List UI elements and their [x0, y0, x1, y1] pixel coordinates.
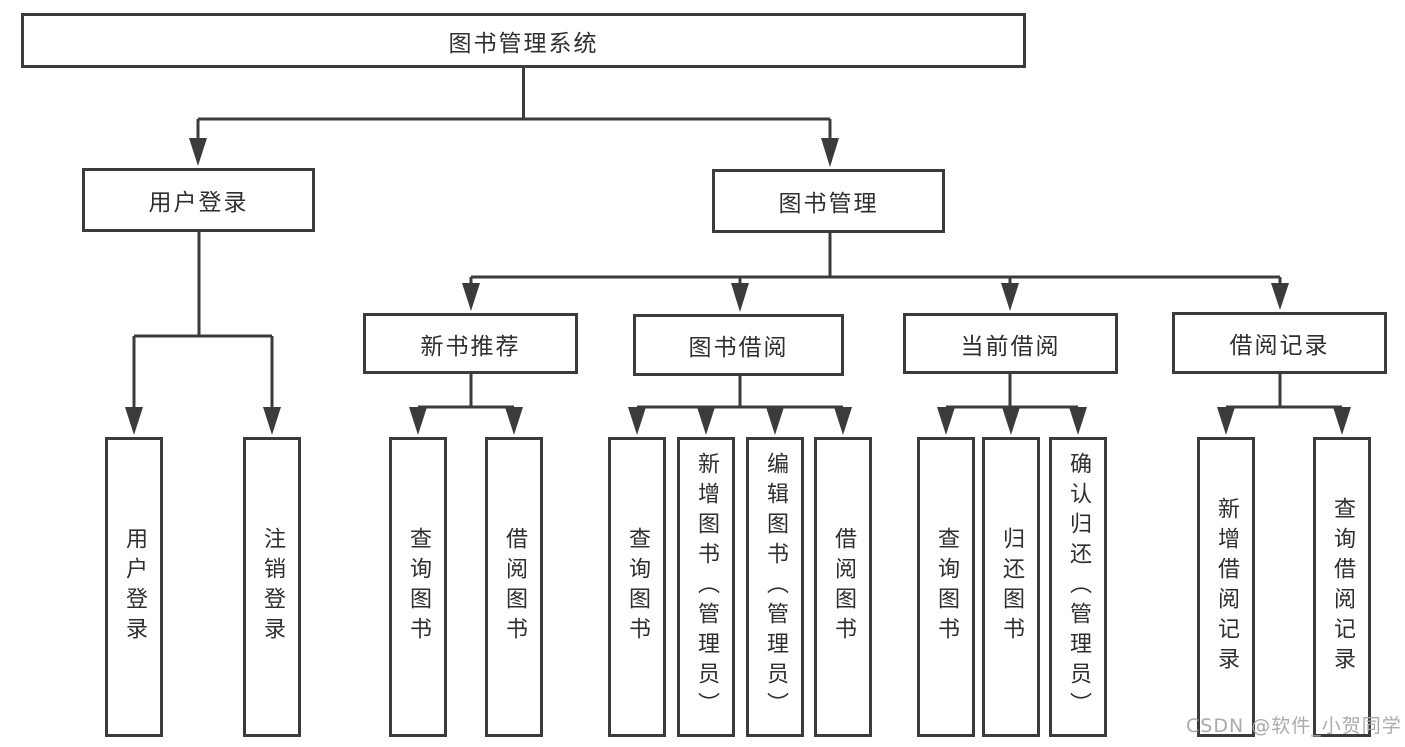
leaf-edit-books-admin: 编辑图书（管理员） — [746, 437, 804, 737]
leaf-add-books-admin: 新增图书（管理员） — [677, 437, 735, 737]
arrowhead — [821, 138, 839, 167]
node-book-borrowing: 图书借阅 — [633, 314, 844, 376]
arrowhead — [263, 407, 281, 435]
leaf-label: 归还图书 — [999, 527, 1024, 647]
leaf-borrow-books: 借阅图书 — [814, 437, 872, 737]
arrowhead — [1002, 407, 1020, 435]
leaf-borrow-books-recommend: 借阅图书 — [485, 437, 543, 737]
leaf-label: 借阅图书 — [831, 527, 856, 647]
leaf-return-books: 归还图书 — [982, 437, 1040, 737]
node-new-book-recommendation: 新书推荐 — [363, 313, 578, 374]
arrowhead — [409, 407, 427, 435]
arrowhead — [1069, 407, 1087, 435]
leaf-confirm-return-admin: 确认归还（管理员） — [1049, 437, 1107, 737]
node-label: 用户登录 — [148, 190, 249, 216]
arrowhead — [1333, 407, 1351, 435]
arrowhead — [766, 407, 784, 435]
csdn-watermark: CSDN @软件_小贺同学 — [1186, 715, 1402, 737]
leaf-logout: 注销登录 — [243, 437, 301, 737]
arrowhead — [697, 407, 715, 435]
connector-current-to-leaves — [944, 374, 1080, 410]
leaf-query-books-borrow: 查询图书 — [608, 437, 666, 737]
arrowhead — [1217, 407, 1235, 435]
connector-root-to-level2 — [196, 68, 832, 141]
leaf-label: 查询图书 — [934, 527, 959, 647]
node-label: 图书管理 — [778, 191, 879, 217]
leaf-label: 新增图书（管理员） — [694, 452, 719, 722]
arrowhead — [1001, 283, 1019, 311]
arrowhead — [731, 283, 749, 312]
node-label: 借阅记录 — [1229, 333, 1330, 359]
node-label: 图书借阅 — [688, 335, 789, 361]
leaf-add-borrow-record: 新增借阅记录 — [1197, 437, 1255, 737]
arrowhead — [937, 407, 955, 435]
connector-userlogin-to-leaves — [132, 232, 274, 410]
node-user-login: 用户登录 — [82, 168, 315, 232]
connector-borrow-to-leaves — [635, 376, 845, 410]
leaf-query-books-current: 查询图书 — [917, 437, 975, 737]
leaf-label: 查询借阅记录 — [1330, 497, 1355, 677]
node-label: 当前借阅 — [960, 333, 1061, 360]
arrowhead — [628, 407, 646, 435]
leaf-label: 查询图书 — [625, 527, 650, 647]
leaf-label: 借阅图书 — [502, 527, 527, 647]
leaf-query-borrow-record: 查询借阅记录 — [1313, 437, 1371, 737]
leaf-label: 注销登录 — [260, 527, 285, 647]
arrowhead — [125, 407, 143, 435]
node-label: 图书管理系统 — [448, 30, 599, 57]
node-book-management: 图书管理 — [712, 169, 945, 233]
leaf-label: 编辑图书（管理员） — [763, 452, 788, 722]
node-library-management-system: 图书管理系统 — [21, 13, 1026, 68]
node-borrowing-records: 借阅记录 — [1172, 312, 1387, 374]
connector-newbook-to-leaves — [416, 374, 516, 410]
connector-records-to-leaves — [1224, 374, 1344, 410]
leaf-user-login: 用户登录 — [105, 437, 163, 737]
leaf-query-books-recommend: 查询图书 — [389, 437, 447, 737]
leaf-label: 用户登录 — [122, 527, 147, 647]
arrowhead — [505, 407, 523, 435]
leaf-label: 查询图书 — [406, 527, 431, 647]
arrowhead — [1271, 283, 1289, 310]
node-label: 新书推荐 — [420, 333, 521, 360]
arrowhead — [462, 283, 480, 311]
leaf-label: 确认归还（管理员） — [1066, 452, 1091, 722]
leaf-label: 新增借阅记录 — [1214, 497, 1239, 677]
node-current-borrowing: 当前借阅 — [903, 313, 1118, 374]
connector-bookmgmt-to-level3 — [469, 233, 1282, 286]
arrowhead — [189, 138, 207, 166]
arrowhead — [834, 407, 852, 435]
